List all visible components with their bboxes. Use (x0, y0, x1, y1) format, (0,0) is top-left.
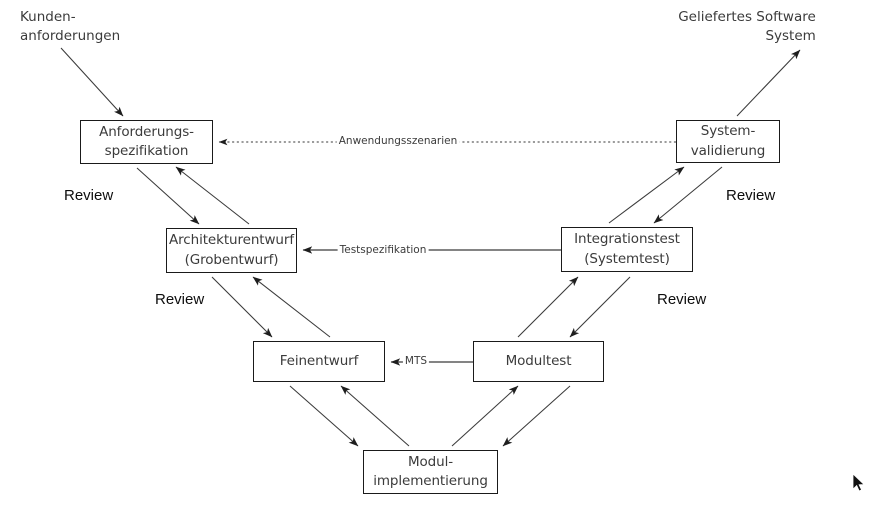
label-review-left-top: Review (64, 187, 114, 204)
label-line: System (765, 28, 816, 45)
node-label-line: Modultest (505, 352, 572, 369)
edge-label-anwendungsszenarien: Anwendungsszenarien (336, 135, 460, 147)
label-line: anforderungen (20, 28, 121, 45)
node-label-line: Feinentwurf (279, 352, 359, 369)
node-label-line: System- (700, 123, 756, 140)
node-systemvalidierung[interactable]: System-validierung (676, 120, 780, 163)
edge-feinentwurf-to-modulimplementierung (289, 385, 359, 447)
label-review-right-bottom: Review (657, 291, 707, 308)
edge-feinentwurf-to-architekturentwurf (252, 276, 331, 338)
edge-architekturentwurf-to-anforderungsspezifikation (175, 166, 250, 225)
node-label-line: Modul- (407, 453, 454, 470)
edge-label-mts: MTS (402, 355, 430, 367)
edge-systemvalidierung-to-geliefertes-system (736, 49, 801, 117)
node-anforderungsspezifikation[interactable]: Anforderungs-spezifikation (80, 120, 213, 164)
edge-modultest-to-modulimplementierung (502, 385, 571, 447)
label-review-left-bottom: Review (155, 291, 205, 308)
edge-anforderungsspezifikation-to-architekturentwurf (136, 167, 200, 225)
node-label-line: Integrationstest (574, 231, 680, 248)
label-line: Geliefertes Software (678, 9, 816, 25)
node-integrationstest[interactable]: Integrationstest (Systemtest) (561, 227, 693, 272)
node-label-line: (Systemtest) (584, 250, 670, 267)
edge-label-testspezifikation: Testspezifikation (337, 244, 429, 256)
node-label-line: validierung (690, 142, 766, 159)
label-review-right-top: Review (726, 187, 776, 204)
edge-kundenanforderungen-to-anforderungsspezifikation (60, 47, 124, 117)
node-modulimplementierung[interactable]: Modul-implementierung (363, 450, 498, 494)
label-line: Kunden- (20, 9, 76, 25)
label-kundenanforderungen: Kunden-anforderungen (20, 8, 120, 46)
node-label-line: (Grobentwurf) (184, 251, 279, 268)
edge-modulimplementierung-to-feinentwurf (340, 385, 410, 447)
node-modultest[interactable]: Modultest (473, 341, 604, 382)
node-label-line: spezifikation (104, 143, 189, 159)
edge-architekturentwurf-to-feinentwurf (211, 276, 273, 338)
node-label-line: Anforderungs- (99, 123, 194, 140)
edge-modultest-to-integrationstest (517, 276, 579, 338)
edge-integrationstest-to-modultest (569, 276, 631, 338)
node-label-line: Architekturentwurf (169, 232, 294, 249)
node-label-line: implementierung (373, 473, 488, 489)
edge-integrationstest-to-systemvalidierung (608, 166, 685, 224)
node-feinentwurf[interactable]: Feinentwurf (253, 341, 385, 382)
edge-systemvalidierung-to-integrationstest (653, 166, 723, 224)
node-architekturentwurf[interactable]: Architekturentwurf (Grobentwurf) (166, 228, 297, 273)
edge-modulimplementierung-to-modultest (451, 385, 519, 447)
